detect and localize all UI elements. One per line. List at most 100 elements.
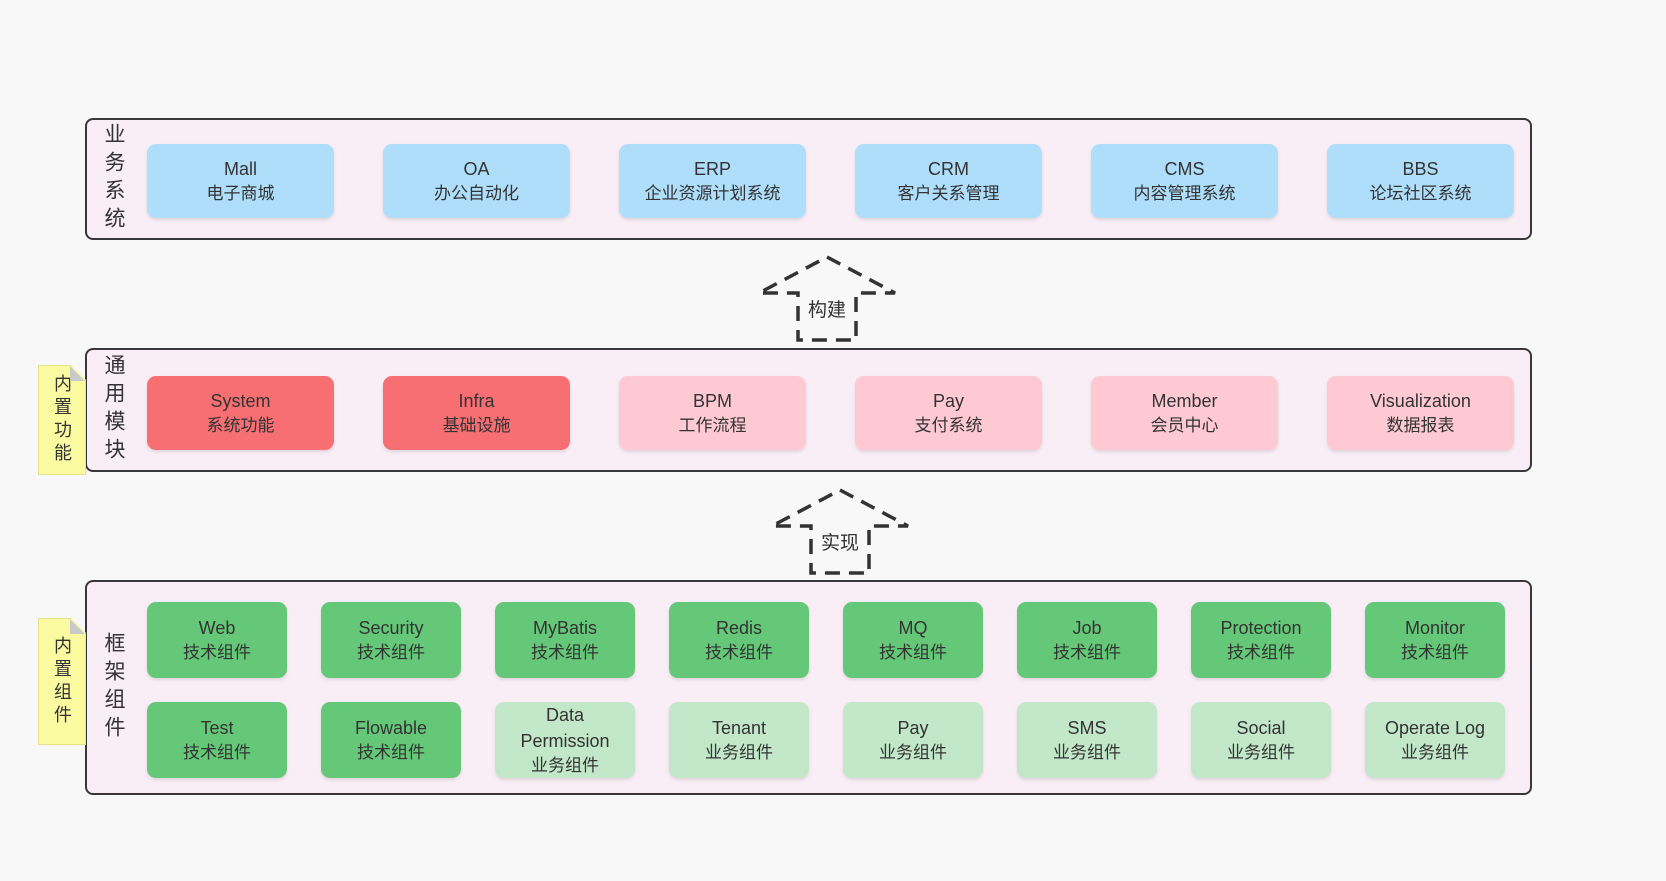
box-name: Mall xyxy=(223,158,257,179)
diagram-box-system: System 系统功能 xyxy=(147,376,334,450)
box-name: Social xyxy=(1236,717,1286,738)
diagram-box-monitor: Monitor 技术组件 xyxy=(1365,602,1505,678)
box-desc: 客户关系管理 xyxy=(897,183,1000,203)
box-name: BPM xyxy=(692,390,732,411)
diagram-box-sms: SMS 业务组件 xyxy=(1017,702,1157,778)
box-name: SMS xyxy=(1067,717,1107,738)
builtin-features-note: 内置功能 xyxy=(38,365,86,475)
components-row-1: Web 技术组件 Security 技术组件 MyBatis 技术组件 Redi… xyxy=(147,602,1505,678)
box-name: Pay xyxy=(932,390,965,411)
diagram-box-protection: Protection 技术组件 xyxy=(1191,602,1331,678)
box-desc: 技术组件 xyxy=(183,642,251,662)
box-name: CMS xyxy=(1164,158,1205,179)
panel-components-side-label: 框架组件 xyxy=(102,631,125,744)
diagram-box-cms: CMS 内容管理系统 xyxy=(1091,144,1278,218)
box-desc: 企业资源计划系统 xyxy=(644,183,781,203)
diagram-box-pay: Pay 支付系统 xyxy=(855,376,1042,450)
build-arrow-label: 构建 xyxy=(804,294,850,323)
box-desc: 电子商城 xyxy=(206,183,275,203)
box-desc: 技术组件 xyxy=(357,742,425,762)
box-name: Tenant xyxy=(711,717,767,738)
box-name: Infra xyxy=(458,390,495,411)
panel-business-systems: 业务系统 Mall 电子商城 OA 办公自动化 ERP 企业资源计划系统 CRM… xyxy=(85,118,1532,240)
build-arrow: 构建 xyxy=(752,252,902,344)
box-desc: 工作流程 xyxy=(678,415,747,435)
folded-corner-icon xyxy=(70,619,85,634)
diagram-box-tenant: Tenant 业务组件 xyxy=(669,702,809,778)
box-name: ERP xyxy=(693,158,731,179)
box-name: Redis xyxy=(715,617,763,638)
components-row-2: Test 技术组件 Flowable 技术组件 Data Permission … xyxy=(147,702,1505,778)
box-desc: 技术组件 xyxy=(1401,642,1469,662)
panel-framework-components: 框架组件 Web 技术组件 Security 技术组件 MyBatis 技术组件… xyxy=(85,580,1532,795)
diagram-box-job: Job 技术组件 xyxy=(1017,602,1157,678)
box-name: Operate Log xyxy=(1384,717,1486,738)
diagram-box-erp: ERP 企业资源计划系统 xyxy=(619,144,806,218)
box-desc: 业务组件 xyxy=(1401,742,1469,762)
diagram-box-web: Web 技术组件 xyxy=(147,602,287,678)
note-text: 内置组件 xyxy=(52,635,72,728)
diagram-box-data-permission: Data Permission 业务组件 xyxy=(495,702,635,778)
diagram-box-flowable: Flowable 技术组件 xyxy=(321,702,461,778)
box-name: Monitor xyxy=(1404,617,1466,638)
box-name: Security xyxy=(358,617,424,638)
diagram-box-visualization: Visualization 数据报表 xyxy=(1327,376,1514,450)
diagram-box-test: Test 技术组件 xyxy=(147,702,287,778)
box-name: Member xyxy=(1151,390,1218,411)
panel-business-side-label: 业务系统 xyxy=(102,123,125,235)
box-name: MyBatis xyxy=(532,617,597,638)
diagram-box-mq: MQ 技术组件 xyxy=(843,602,983,678)
box-desc: 技术组件 xyxy=(1227,642,1295,662)
diagram-box-bpm: BPM 工作流程 xyxy=(619,376,806,450)
diagram-box-oa: OA 办公自动化 xyxy=(383,144,570,218)
box-desc: 业务组件 xyxy=(1227,742,1295,762)
box-name: MQ xyxy=(898,617,928,638)
diagram-box-crm: CRM 客户关系管理 xyxy=(855,144,1042,218)
diagram-box-pay-component: Pay 业务组件 xyxy=(843,702,983,778)
diagram-box-mall: Mall 电子商城 xyxy=(147,144,334,218)
box-desc: 技术组件 xyxy=(1053,642,1121,662)
box-name: Data Permission xyxy=(520,704,610,751)
box-desc: 会员中心 xyxy=(1150,415,1219,435)
box-desc: 技术组件 xyxy=(531,642,599,662)
box-name: System xyxy=(210,390,271,411)
box-desc: 数据报表 xyxy=(1386,415,1455,435)
business-box-row: Mall 电子商城 OA 办公自动化 ERP 企业资源计划系统 CRM 客户关系… xyxy=(147,144,1514,218)
box-name: Pay xyxy=(897,717,929,738)
box-name: Visualization xyxy=(1370,390,1471,411)
implement-arrow-label: 实现 xyxy=(817,527,863,556)
note-text: 内置功能 xyxy=(52,374,72,466)
diagram-box-infra: Infra 基础设施 xyxy=(383,376,570,450)
box-desc: 业务组件 xyxy=(1053,742,1121,762)
box-name: CRM xyxy=(928,158,969,179)
diagram-box-redis: Redis 技术组件 xyxy=(669,602,809,678)
dashed-up-arrow-icon xyxy=(771,488,909,575)
box-name: Protection xyxy=(1220,617,1302,638)
box-desc: 业务组件 xyxy=(705,742,773,762)
diagram-box-member: Member 会员中心 xyxy=(1091,376,1278,450)
diagram-box-bbs: BBS 论坛社区系统 xyxy=(1327,144,1514,218)
box-desc: 支付系统 xyxy=(914,415,983,435)
box-desc: 系统功能 xyxy=(206,415,275,435)
folded-corner-icon xyxy=(70,366,85,381)
box-name: Job xyxy=(1072,617,1102,638)
panel-common-modules: 通用模块 System 系统功能 Infra 基础设施 BPM 工作流程 Pay… xyxy=(85,348,1532,472)
diagram-box-operate-log: Operate Log 业务组件 xyxy=(1365,702,1505,778)
box-desc: 技术组件 xyxy=(183,742,251,762)
builtin-components-note: 内置组件 xyxy=(38,618,86,745)
diagram-box-security: Security 技术组件 xyxy=(321,602,461,678)
box-desc: 论坛社区系统 xyxy=(1369,183,1472,203)
box-desc: 内容管理系统 xyxy=(1133,183,1236,203)
box-name: Flowable xyxy=(354,717,428,738)
modules-box-row: System 系统功能 Infra 基础设施 BPM 工作流程 Pay 支付系统… xyxy=(147,376,1514,450)
box-name: Test xyxy=(200,717,234,738)
box-desc: 技术组件 xyxy=(705,642,773,662)
implement-arrow: 实现 xyxy=(765,485,915,577)
diagram-box-mybatis: MyBatis 技术组件 xyxy=(495,602,635,678)
dashed-up-arrow-icon xyxy=(758,255,896,342)
diagram-box-social: Social 业务组件 xyxy=(1191,702,1331,778)
box-desc: 技术组件 xyxy=(357,642,425,662)
box-desc: 业务组件 xyxy=(531,755,599,775)
box-name: BBS xyxy=(1402,158,1439,179)
